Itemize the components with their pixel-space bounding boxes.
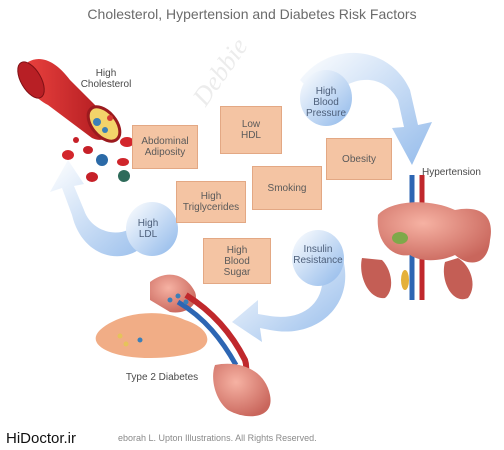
- factor-high-triglycerides: High Triglycerides: [176, 181, 246, 223]
- pancreas-organ-icon: [95, 274, 271, 417]
- factor-low-hdl: Low HDL: [220, 106, 282, 154]
- bubble-high-ldl: High LDL: [137, 218, 159, 240]
- factor-smoking: Smoking: [252, 166, 322, 210]
- label-high-cholesterol: High Cholesterol: [80, 68, 132, 90]
- blood-vessel-icon: [17, 59, 122, 143]
- factor-obesity: Obesity: [326, 138, 392, 180]
- page-title: Cholesterol, Hypertension and Diabetes R…: [87, 6, 417, 22]
- label-hypertension: Hypertension: [422, 167, 481, 178]
- brand-watermark: HiDoctor.ir: [2, 428, 118, 450]
- arrow-ldl-to-cholesterol: [50, 160, 178, 257]
- blood-cells-icon: [62, 137, 134, 182]
- factor-abdominal-adiposity: Abdominal Adiposity: [132, 125, 198, 169]
- bubble-high-blood-pressure: High Blood Pressure: [305, 86, 346, 119]
- factor-high-blood-sugar: High Blood Sugar: [203, 238, 271, 284]
- label-type2-diabetes: Type 2 Diabetes: [125, 372, 199, 383]
- kidney-organ-icon: [361, 175, 491, 300]
- watermark-text: Debbie: [186, 33, 253, 112]
- arrow-cholesterol-to-hypertension: [300, 52, 432, 165]
- bubble-insulin-resistance: Insulin Resistance: [293, 244, 343, 266]
- copyright-footer: eborah L. Upton Illustrations. All Right…: [118, 433, 317, 443]
- arrow-insulin-to-diabetes: [232, 230, 346, 342]
